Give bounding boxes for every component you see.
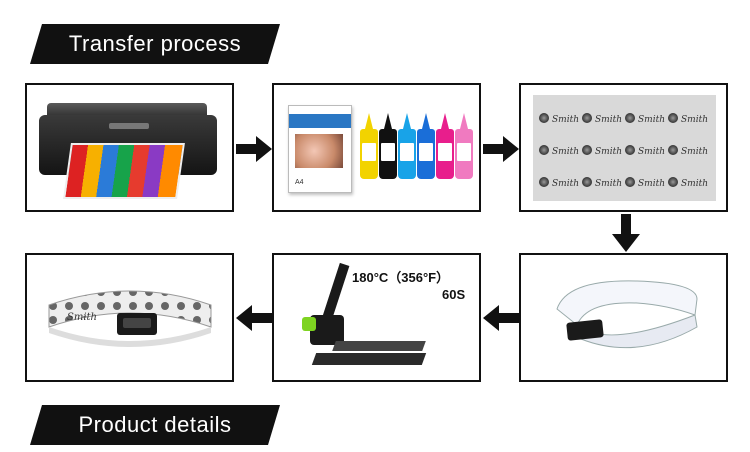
arrow-left-icon — [236, 305, 272, 331]
lion-head-icon — [625, 144, 635, 155]
ink-bottle — [417, 113, 435, 179]
arrow-down-icon — [612, 214, 640, 252]
product-details-banner: Product details — [30, 405, 280, 445]
sheet-pattern-text: Smith — [681, 179, 708, 189]
lion-head-icon — [582, 144, 592, 155]
sheet-pattern-text: Smith — [595, 115, 622, 125]
paper-size-label: A4 — [295, 179, 304, 186]
sheet-pattern-text: Smith — [552, 147, 579, 157]
sheet-pattern-text: Smith — [638, 179, 665, 189]
printed-belt-panel: Smith — [25, 253, 234, 382]
sheet-pattern-row: Smith Smith Smith Smith — [539, 109, 711, 125]
lion-head-icon — [625, 112, 635, 123]
ink-bottle — [455, 113, 473, 179]
printed-belt-icon: Smith — [48, 290, 212, 347]
lion-head-icon — [625, 176, 635, 187]
time-label: 60S — [442, 287, 466, 302]
sheet-pattern-text: Smith — [552, 115, 579, 125]
product-details-title: Product details — [78, 412, 232, 437]
lion-head-icon — [539, 144, 549, 155]
supplies-panel: A4 — [272, 83, 481, 212]
sheet-pattern-text: Smith — [595, 179, 622, 189]
lion-head-icon — [668, 144, 678, 155]
lion-head-icon — [539, 176, 549, 187]
sheet-pattern-text: Smith — [638, 115, 665, 125]
transfer-paper-pack: A4 — [288, 105, 352, 193]
sheet-pattern-row: Smith Smith Smith Smith — [539, 173, 711, 189]
transfer-process-title: Transfer process — [68, 31, 242, 56]
arrow-left-icon — [483, 305, 519, 331]
belt-pattern-text: Smith — [67, 312, 97, 323]
sheet-pattern-text: Smith — [552, 179, 579, 189]
lion-head-icon — [668, 176, 678, 187]
ink-bottle — [379, 113, 397, 179]
printer-panel — [25, 83, 234, 212]
sheet-pattern-text: Smith — [681, 115, 708, 125]
blank-belt-panel — [519, 253, 728, 382]
lion-head-icon — [582, 176, 592, 187]
sheet-pattern-text: Smith — [681, 147, 708, 157]
blank-belt-icon — [556, 280, 698, 349]
transfer-process-banner: Transfer process — [30, 24, 280, 64]
arrow-right-icon — [483, 136, 519, 162]
sheet-pattern-row: Smith Smith Smith Smith — [539, 141, 711, 157]
heat-press-panel: 180°C（356°F） 60S — [272, 253, 481, 382]
ink-bottle — [436, 113, 454, 179]
lion-head-icon — [668, 112, 678, 123]
arrow-right-icon — [236, 136, 272, 162]
lion-head-icon — [539, 112, 549, 123]
temperature-label: 180°C（356°F） — [352, 270, 450, 285]
ink-bottle — [398, 113, 416, 179]
sheet-pattern-text: Smith — [638, 147, 665, 157]
lion-head-icon — [582, 112, 592, 123]
sheet-pattern-text: Smith — [595, 147, 622, 157]
ink-bottle — [360, 113, 378, 179]
